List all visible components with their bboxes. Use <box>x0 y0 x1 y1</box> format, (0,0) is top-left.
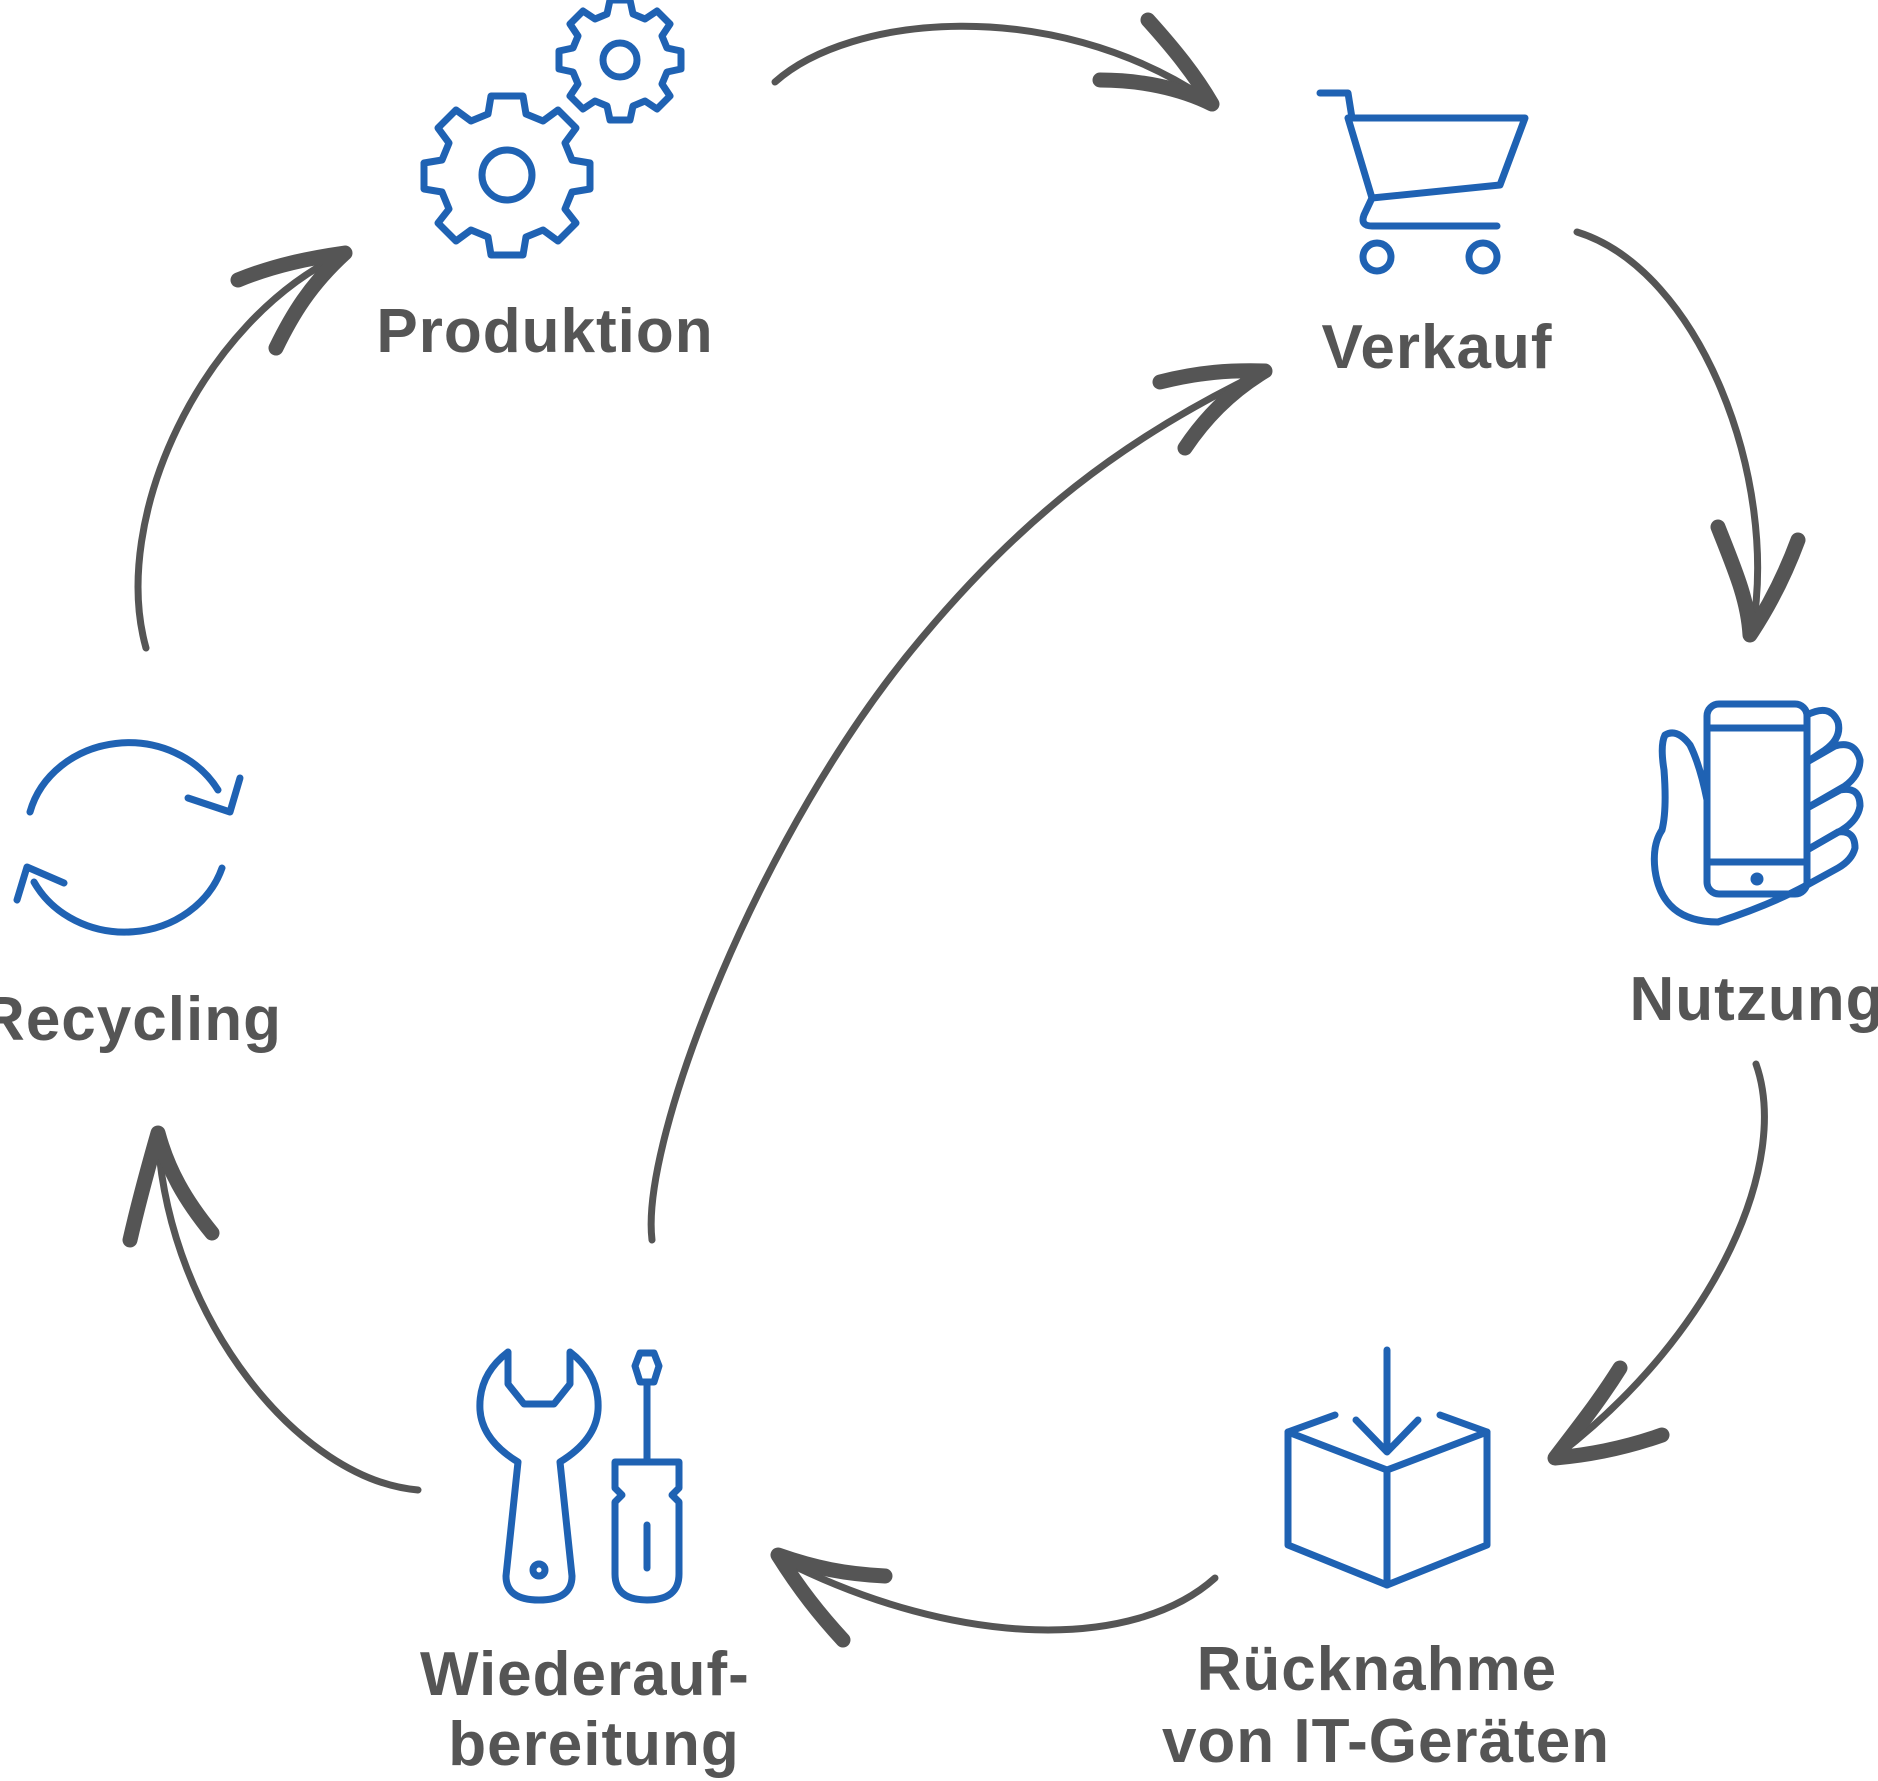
recycle-arrows-icon <box>13 739 244 936</box>
flow-arrows <box>122 12 1806 1648</box>
wrench-icon <box>476 1348 602 1604</box>
label-produktion: Produktion <box>376 297 713 366</box>
arrow-nutzung-to-ruecknahme <box>1547 1060 1768 1466</box>
hand-smartphone-icon <box>1650 700 1864 926</box>
shopping-cart-icon <box>1316 89 1529 275</box>
label-ruecknahme: Rücknahme von IT-Geräten <box>1162 1635 1610 1776</box>
arrow-wiederaufbereitung-to-recycling <box>122 1125 422 1494</box>
arrow-produktion-to-verkauf <box>771 12 1220 112</box>
wrench-screwdriver-icon <box>476 1348 683 1604</box>
arrow-wiederaufbereitung-to-verkauf <box>647 363 1273 1244</box>
arrow-verkauf-to-nutzung <box>1573 228 1806 643</box>
small-gear-icon <box>555 0 685 124</box>
label-wiederaufbereitung: Wiederauf- bereitung <box>420 1640 768 1779</box>
large-gear-icon <box>420 92 594 259</box>
stage-labels: Produktion Verkauf Nutzung Rücknahme von… <box>0 297 1878 1779</box>
gears-icon <box>420 0 685 259</box>
box-return-icon <box>1284 1346 1491 1589</box>
arrow-ruecknahme-to-wiederaufbereitung <box>770 1547 1219 1648</box>
label-recycling: Recycling <box>0 985 282 1054</box>
arrow-recycling-to-produktion <box>134 245 353 652</box>
label-verkauf: Verkauf <box>1321 313 1552 382</box>
screwdriver-icon <box>611 1349 683 1604</box>
label-nutzung: Nutzung <box>1630 965 1878 1034</box>
